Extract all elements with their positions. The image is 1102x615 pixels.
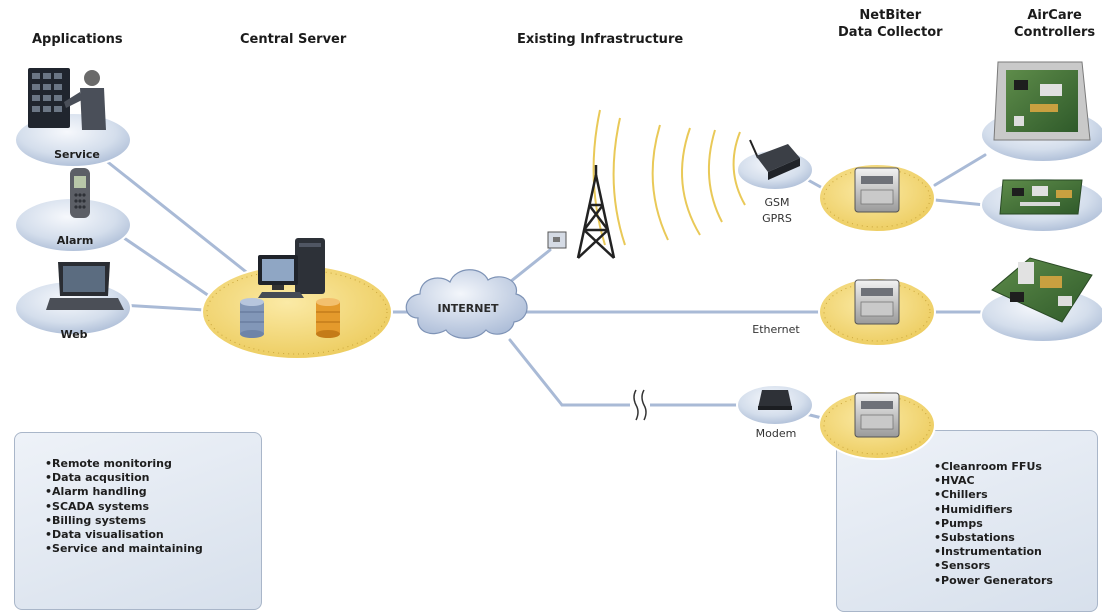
- alarm-label: Alarm: [57, 234, 94, 247]
- controller-board-icon: [999, 179, 1083, 215]
- list-item: Humidifiers: [934, 503, 1097, 517]
- list-item: Sensors: [934, 559, 1097, 573]
- header-existing-infrastructure: Existing Infrastructure: [517, 32, 684, 47]
- aircare-controller-2: [980, 177, 1102, 233]
- header-central-server: Central Server: [240, 32, 347, 47]
- signal-waves-icon: [592, 109, 746, 246]
- header-netbiter-data-collector: NetBiter Data Collector: [838, 8, 943, 40]
- controlled-equipment-list: Cleanroom FFUs HVAC Chillers Humidifiers…: [837, 431, 1097, 588]
- netbiter-collector-ethernet: [818, 277, 936, 347]
- modem-node: Modem: [736, 384, 814, 440]
- cloud-icon: [405, 269, 528, 339]
- din-rail-device-icon: [854, 279, 900, 325]
- gsm-node: GSM GPRS: [736, 139, 814, 225]
- list-item: Data visualisation: [45, 528, 261, 542]
- web-node: Web: [14, 262, 132, 341]
- controller-board-icon: [991, 257, 1093, 323]
- gprs-label: GPRS: [762, 212, 792, 225]
- din-rail-device-icon: [854, 167, 900, 213]
- list-item: HVAC: [934, 474, 1097, 488]
- list-item: Substations: [934, 531, 1097, 545]
- list-item: Cleanroom FFUs: [934, 460, 1097, 474]
- list-item: Remote monitoring: [45, 457, 261, 471]
- aircare-controller-1: [980, 61, 1102, 163]
- database-icon: [240, 298, 264, 338]
- list-item: Instrumentation: [934, 545, 1097, 559]
- service-technician-icon: [28, 68, 106, 130]
- list-item: Power Generators: [934, 574, 1097, 588]
- internet-cloud: INTERNET: [405, 269, 528, 339]
- header-applications: Applications: [32, 32, 123, 47]
- web-label: Web: [60, 328, 87, 341]
- modem-label: Modem: [756, 427, 797, 440]
- internet-label: INTERNET: [437, 302, 499, 315]
- mobile-phone-icon: [70, 168, 90, 218]
- controlled-equipment-box: Cleanroom FFUs HVAC Chillers Humidifiers…: [836, 430, 1098, 612]
- ethernet-label: Ethernet: [752, 323, 800, 336]
- list-item: SCADA systems: [45, 500, 261, 514]
- header-aircare-controllers: AirCare Controllers: [1014, 8, 1096, 40]
- line-break-symbol: [630, 389, 650, 421]
- list-item: Billing systems: [45, 514, 261, 528]
- cell-tower: [547, 109, 746, 259]
- alarm-node: Alarm: [14, 168, 132, 253]
- line-internet-modem: [508, 338, 564, 407]
- applications-feature-box: Remote monitoring Data acqusition Alarm …: [14, 432, 262, 610]
- list-item: Service and maintaining: [45, 542, 261, 556]
- workstation-icon: [258, 238, 325, 298]
- central-server-node: [201, 238, 393, 360]
- tower-icon: [576, 165, 616, 259]
- equipment-shelter-icon: [547, 231, 567, 249]
- service-node: Service: [14, 68, 132, 168]
- service-label: Service: [54, 148, 100, 161]
- controller-board-icon: [993, 61, 1091, 141]
- gsm-label: GSM: [765, 196, 790, 209]
- list-item: Data acqusition: [45, 471, 261, 485]
- line-collector-controller2: [933, 198, 987, 207]
- laptop-icon: [46, 262, 124, 310]
- line-web-server: [118, 303, 207, 312]
- list-item: Chillers: [934, 488, 1097, 502]
- list-item: Alarm handling: [45, 485, 261, 499]
- netbiter-collector-gsm: [818, 163, 936, 233]
- line-collector-controller1: [933, 153, 987, 187]
- list-item: Pumps: [934, 517, 1097, 531]
- database-archive-icon: [316, 298, 340, 338]
- gsm-modem-icon: [749, 139, 800, 180]
- modem-icon: [758, 390, 792, 410]
- aircare-controller-3: [980, 257, 1102, 343]
- applications-feature-list: Remote monitoring Data acqusition Alarm …: [15, 433, 261, 556]
